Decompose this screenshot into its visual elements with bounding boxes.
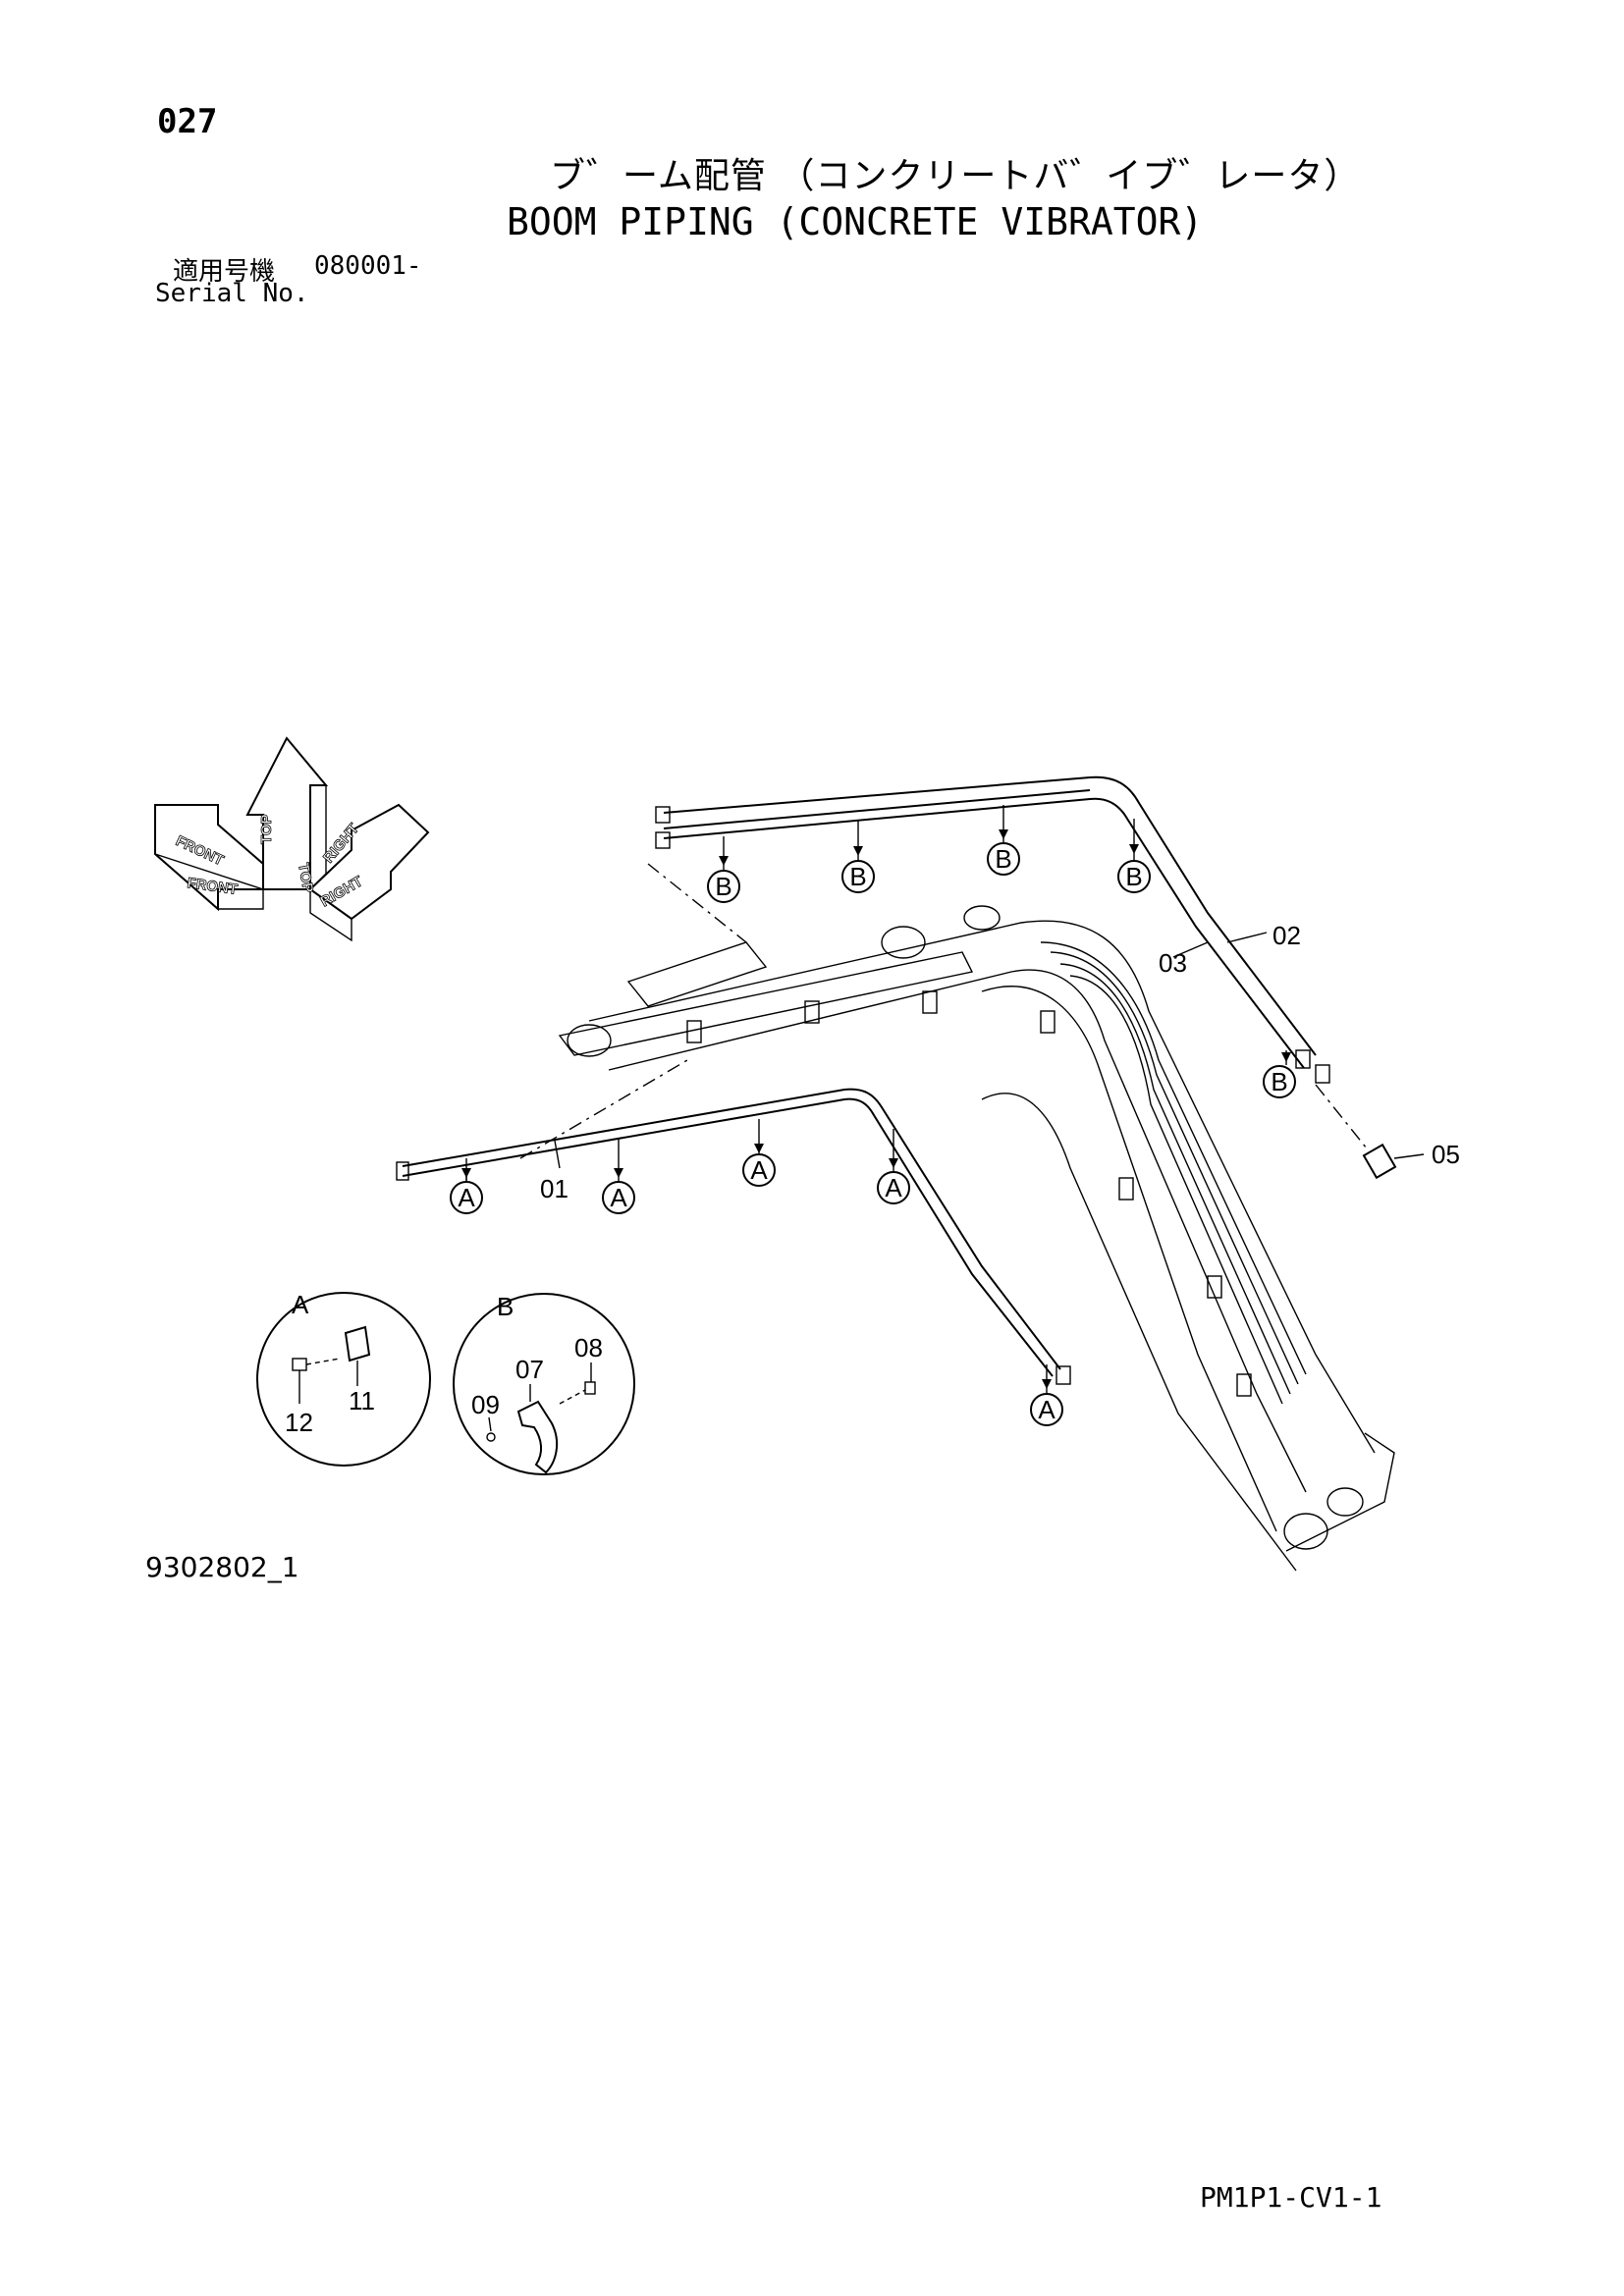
front-label: FRONT — [173, 832, 226, 869]
callout-b-2 — [841, 860, 875, 893]
callout-a-4 — [877, 1171, 910, 1204]
detail-a: A 12 11 — [256, 1290, 431, 1467]
callout-a-5 — [1030, 1393, 1063, 1426]
part-09-label: 09 — [471, 1390, 500, 1419]
callout-a-3-label: A — [750, 1155, 768, 1185]
detail-b-circle — [453, 1293, 635, 1475]
pipe-01 — [396, 1088, 1071, 1385]
callout-a-1 — [450, 1181, 483, 1214]
part-03-label: 03 — [1159, 948, 1187, 978]
pipe-02-03 — [655, 775, 1330, 1084]
top-arrow-icon — [245, 736, 329, 890]
callout-a-2-label: A — [610, 1183, 627, 1212]
callout-b-4 — [1117, 860, 1151, 893]
part-12-label: 12 — [285, 1408, 313, 1437]
callout-b-3-label: B — [995, 844, 1011, 874]
callout-b-1-label: B — [715, 872, 731, 901]
page-number: 027 — [157, 102, 218, 141]
top-label-side: TOP — [295, 862, 316, 894]
callout-a-1-label: A — [458, 1183, 475, 1212]
callout-b-5 — [1263, 1065, 1296, 1098]
page-title-japanese: ブ゛ーム配管 （コンクリートバ゛イブ゛レータ） — [550, 156, 1361, 196]
orientation-indicator: FRONT FRONT TOP TOP RIGHT RIGHT — [154, 736, 430, 942]
page-code: PM1P1-CV1-1 — [1200, 2181, 1382, 2214]
serial-number: 080001- — [314, 251, 422, 281]
callout-a-2 — [602, 1181, 635, 1214]
callout-a-4-label: A — [885, 1173, 902, 1202]
clamp-b-callouts: B B B B B — [707, 805, 1296, 1098]
callout-a-3 — [742, 1153, 776, 1187]
callout-b-5-label: B — [1271, 1067, 1287, 1096]
detail-a-title: A — [292, 1290, 309, 1319]
callout-a-5-label: A — [1038, 1395, 1056, 1424]
detail-b: B 07 08 09 — [453, 1292, 635, 1475]
serial-label: Serial No. — [155, 279, 309, 308]
part-labels: 01 02 03 05 — [540, 921, 1460, 1203]
callout-b-2-label: B — [849, 862, 866, 891]
part-05-label: 05 — [1432, 1140, 1460, 1169]
callout-b-3 — [987, 842, 1020, 876]
boom-structure — [558, 905, 1395, 1572]
callout-b-1 — [707, 870, 740, 903]
serial-label-japanese: 適用号機 — [173, 257, 276, 287]
part-07-label: 07 — [515, 1355, 544, 1384]
callout-b-4-label: B — [1125, 862, 1142, 891]
detail-a-circle — [256, 1292, 431, 1467]
detail-b-title: B — [497, 1292, 514, 1321]
part-08-label: 08 — [574, 1333, 603, 1362]
page-title: BOOM PIPING (CONCRETE VIBRATOR) — [507, 200, 1204, 243]
clamp-a-callouts: A A A A A — [450, 1119, 1063, 1426]
part-02-label: 02 — [1272, 921, 1301, 950]
top-label: TOP — [258, 814, 275, 844]
part-11-label: 11 — [349, 1386, 375, 1415]
right-arrow-icon — [308, 803, 430, 921]
part-01-label: 01 — [540, 1174, 568, 1203]
fitting-05 — [1362, 1143, 1425, 1180]
drawing-id: 9302802_1 — [145, 1551, 299, 1583]
right-label-lower: RIGHT — [318, 873, 366, 910]
